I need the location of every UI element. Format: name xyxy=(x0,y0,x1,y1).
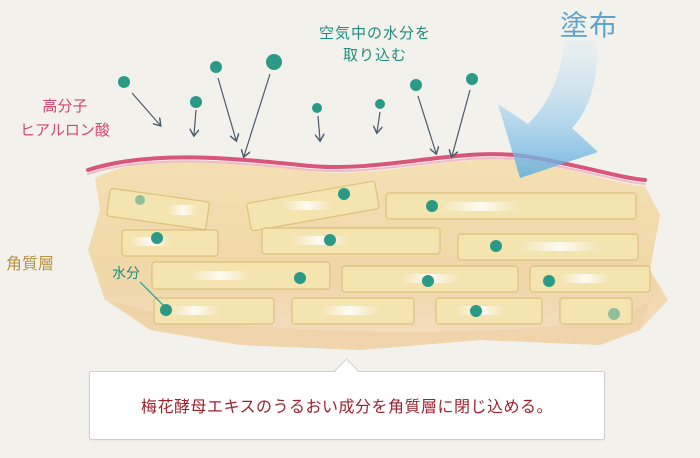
air-moisture-label-line1: 空気中の水分を xyxy=(300,22,450,44)
air-moisture-label: 空気中の水分を 取り込む xyxy=(300,22,450,66)
apply-arrow xyxy=(498,40,598,178)
water-drop xyxy=(324,234,336,246)
hyaluronic-acid-label: 高分子 ヒアルロン酸 xyxy=(20,94,110,142)
water-drop xyxy=(210,61,222,73)
water-drop xyxy=(118,76,130,88)
water-drop xyxy=(470,305,482,317)
stratum-corneum-label: 角質層 xyxy=(6,250,54,274)
water-drop xyxy=(338,188,350,200)
water-drop xyxy=(266,54,282,70)
arrow xyxy=(452,90,470,156)
water-drop xyxy=(135,195,145,205)
water-drop xyxy=(312,103,322,113)
cell xyxy=(262,228,440,254)
water-drop xyxy=(490,240,502,252)
note-callout: 梅花酵母エキスのうるおい成分を角質層に閉じ込める。 xyxy=(89,371,605,440)
water-drop xyxy=(422,275,434,287)
water-drop xyxy=(543,275,555,287)
water-drop xyxy=(466,73,478,85)
water-drop xyxy=(151,232,163,244)
water-drop xyxy=(375,99,385,109)
arrow xyxy=(418,96,436,153)
hyaluronic-acid-label-line2: ヒアルロン酸 xyxy=(20,118,110,142)
water-drop xyxy=(426,200,438,212)
apply-label: 塗布 xyxy=(560,4,618,44)
arrow xyxy=(377,112,380,132)
air-moisture-label-line2: 取り込む xyxy=(300,44,450,66)
arrow xyxy=(132,93,160,125)
hyaluronic-acid-label-line1: 高分子 xyxy=(20,94,110,118)
water-drop xyxy=(608,308,620,320)
cell xyxy=(560,298,632,324)
arrow xyxy=(244,74,270,156)
water-drop xyxy=(410,79,422,91)
water-label: 水分 xyxy=(112,263,140,283)
arrow xyxy=(218,78,236,140)
water-drop xyxy=(190,96,202,108)
note-text: 梅花酵母エキスのうるおい成分を角質層に閉じ込める。 xyxy=(90,393,604,417)
corneocyte-cells xyxy=(107,181,650,324)
water-drop xyxy=(160,304,172,316)
arrow xyxy=(194,110,196,135)
arrow xyxy=(318,116,320,140)
water-drop xyxy=(294,272,306,284)
